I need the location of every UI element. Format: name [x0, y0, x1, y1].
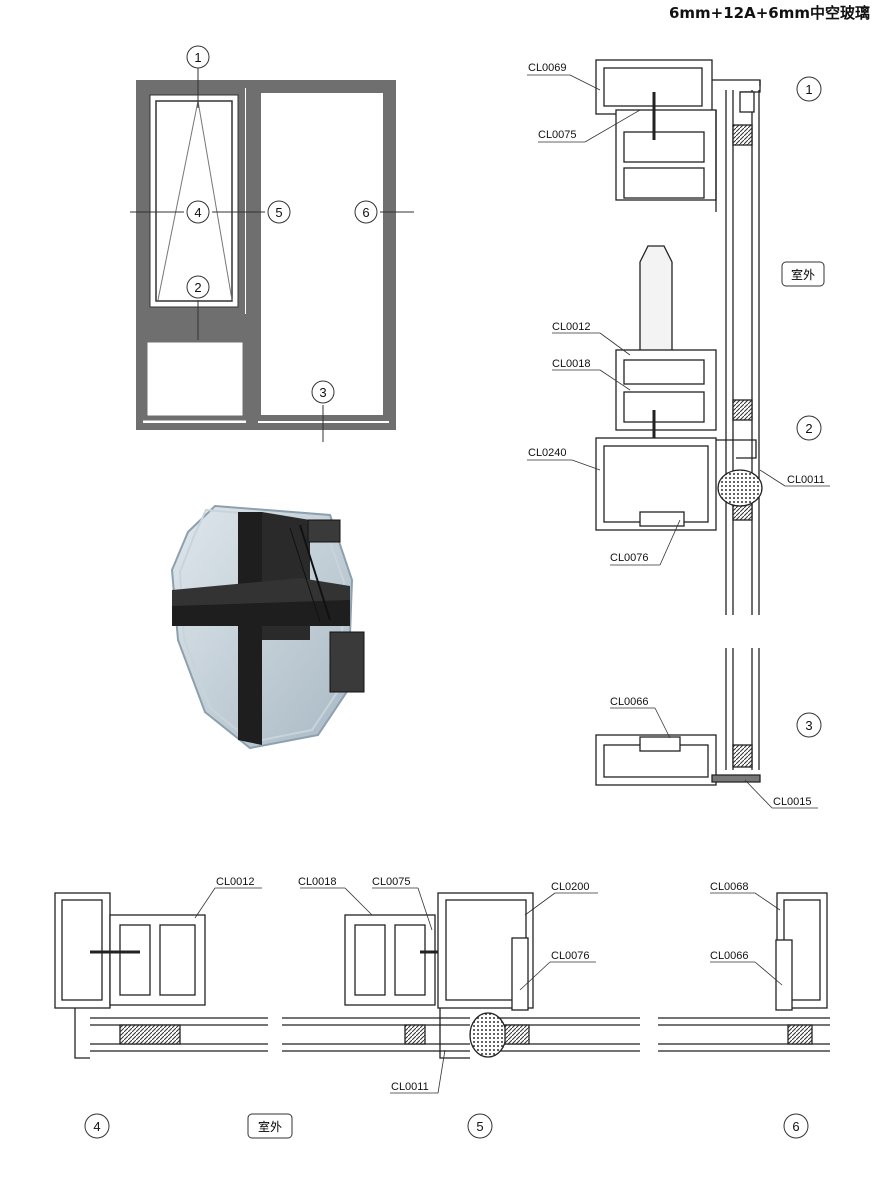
part-label-h-cl0075: CL0075: [372, 876, 411, 888]
svg-text:4: 4: [93, 1119, 100, 1134]
svg-text:5: 5: [275, 205, 282, 220]
outdoor-tag-horizontal: 室外: [247, 1113, 293, 1139]
vertical-section-leaders: [527, 74, 830, 809]
part-label-cl0015: CL0015: [773, 796, 812, 808]
svg-text:1: 1: [805, 82, 812, 97]
marker-h5: 5: [467, 1113, 493, 1139]
marker-2: 2: [186, 275, 210, 299]
svg-text:4: 4: [194, 205, 201, 220]
svg-text:3: 3: [319, 385, 326, 400]
svg-text:2: 2: [805, 421, 812, 436]
vertical-section: [595, 59, 763, 786]
part-label-h-cl0200: CL0200: [551, 881, 590, 893]
part-label-cl0018: CL0018: [552, 358, 591, 370]
part-label-h-cl0076: CL0076: [551, 950, 590, 962]
part-label-cl0012: CL0012: [552, 321, 591, 333]
vertical-markers: 1 2 3: [796, 76, 822, 738]
part-label-h-cl0012: CL0012: [216, 876, 255, 888]
part-label-cl0011: CL0011: [787, 474, 825, 486]
glass-spec-title: 6mm+12A+6mm中空玻璃: [668, 4, 870, 22]
vertical-section-labels: CL0069 CL0075 CL0012 CL0018 CL0240 CL001…: [528, 62, 825, 808]
window-elevation: [130, 66, 414, 442]
horizontal-section-labels: CL0012 CL0018 CL0075 CL0200 CL0076 CL006…: [216, 876, 749, 1093]
part-label-h-cl0018: CL0018: [298, 876, 337, 888]
marker-h6: 6: [783, 1113, 809, 1139]
part-label-cl0066: CL0066: [610, 696, 649, 708]
marker-h4: 4: [84, 1113, 110, 1139]
outdoor-tag-vertical: 室外: [781, 261, 825, 287]
svg-text:2: 2: [194, 280, 201, 295]
marker-6: 6: [354, 200, 378, 224]
part-label-h-cl0066: CL0066: [710, 950, 749, 962]
part-label-cl0076: CL0076: [610, 552, 649, 564]
curtain-wall-3d-render: [170, 504, 365, 750]
part-label-cl0075: CL0075: [538, 129, 577, 141]
horizontal-section: [54, 892, 830, 1059]
marker-4: 4: [186, 200, 210, 224]
marker-v1: 1: [796, 76, 822, 102]
svg-text:室外: 室外: [791, 267, 815, 282]
part-label-cl0069: CL0069: [528, 62, 567, 74]
svg-text:室外: 室外: [258, 1119, 282, 1134]
svg-text:5: 5: [476, 1119, 483, 1134]
svg-text:6: 6: [792, 1119, 799, 1134]
marker-3: 3: [311, 380, 335, 404]
marker-5: 5: [267, 200, 291, 224]
svg-text:1: 1: [194, 50, 201, 65]
svg-text:6: 6: [362, 205, 369, 220]
horizontal-markers: 4 5 6: [84, 1113, 809, 1139]
horizontal-section-leaders: [194, 887, 783, 1094]
svg-text:3: 3: [805, 718, 812, 733]
part-label-h-cl0011: CL0011: [391, 1081, 429, 1093]
marker-v2: 2: [796, 415, 822, 441]
marker-v3: 3: [796, 712, 822, 738]
marker-1: 1: [186, 45, 210, 69]
part-label-cl0240: CL0240: [528, 447, 567, 459]
part-label-h-cl0068: CL0068: [710, 881, 749, 893]
